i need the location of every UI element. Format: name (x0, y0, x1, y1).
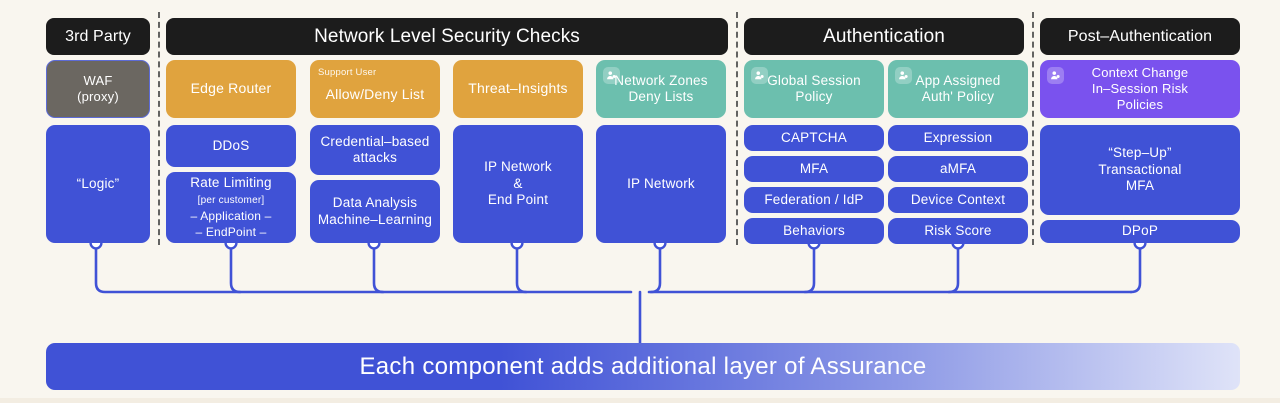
waf-line1: WAF (83, 73, 113, 89)
ip-network-end-point-box[interactable]: IP Network & End Point (453, 125, 583, 243)
header-authentication: Authentication (744, 18, 1024, 55)
data-analysis-machine-learning-box[interactable]: Data Analysis Machine–Learning (310, 180, 440, 243)
divider-authentication (1032, 12, 1034, 245)
rate-limiting-box[interactable]: Rate Limiting [per customer] – Applicati… (166, 172, 296, 243)
behaviors-box[interactable]: Behaviors (744, 218, 884, 244)
user-icon (751, 67, 768, 84)
amfa-box[interactable]: aMFA (888, 156, 1028, 182)
risk-score-box[interactable]: Risk Score (888, 218, 1028, 244)
rate-limiting-endpoint: – EndPoint – (195, 224, 267, 239)
user-icon (603, 67, 620, 84)
bottom-edge-strip (0, 398, 1280, 403)
mfa-box[interactable]: MFA (744, 156, 884, 182)
allow-deny-caption: Support User (318, 67, 377, 78)
captcha-box[interactable]: CAPTCHA (744, 125, 884, 151)
divider-network (736, 12, 738, 245)
assurance-banner-text: Each component adds additional layer of … (359, 352, 927, 380)
step-up-transactional-mfa-box[interactable]: “Step–Up” Transactional MFA (1040, 125, 1240, 215)
threat-insights-box[interactable]: Threat–Insights (453, 60, 583, 118)
rate-limiting-application: – Application – (190, 208, 272, 223)
network-zones-deny-lists-box[interactable]: Network Zones Deny Lists (596, 60, 726, 118)
waf-line2: (proxy) (77, 89, 119, 104)
user-icon (895, 67, 912, 84)
global-session-policy-box[interactable]: Global Session Policy (744, 60, 884, 118)
dpop-box[interactable]: DPoP (1040, 220, 1240, 243)
ip-network-box[interactable]: IP Network (596, 125, 726, 243)
edge-router-box[interactable]: Edge Router (166, 60, 296, 118)
expression-box[interactable]: Expression (888, 125, 1028, 151)
credential-based-attacks-box[interactable]: Credential–based attacks (310, 125, 440, 175)
user-icon (1047, 67, 1064, 84)
header-network-level-security-checks: Network Level Security Checks (166, 18, 728, 55)
logic-box[interactable]: “Logic” (46, 125, 150, 243)
federation-idp-box[interactable]: Federation / IdP (744, 187, 884, 213)
header-third-party: 3rd Party (46, 18, 150, 55)
header-post-authentication: Post–Authentication (1040, 18, 1240, 55)
ddos-box[interactable]: DDoS (166, 125, 296, 167)
app-assigned-auth-policy-box[interactable]: App Assigned Auth' Policy (888, 60, 1028, 118)
assurance-banner: Each component adds additional layer of … (46, 343, 1240, 390)
context-change-in-session-risk-policies-box[interactable]: Context Change In–Session Risk Policies (1040, 60, 1240, 118)
divider-third-party (158, 12, 160, 245)
allow-deny-list-box[interactable]: Support User Allow/Deny List (310, 60, 440, 118)
rate-limiting-title: Rate Limiting (190, 174, 272, 190)
waf-proxy-box[interactable]: WAF (proxy) (46, 60, 150, 118)
device-context-box[interactable]: Device Context (888, 187, 1028, 213)
rate-limiting-sub: [per customer] (197, 195, 265, 207)
